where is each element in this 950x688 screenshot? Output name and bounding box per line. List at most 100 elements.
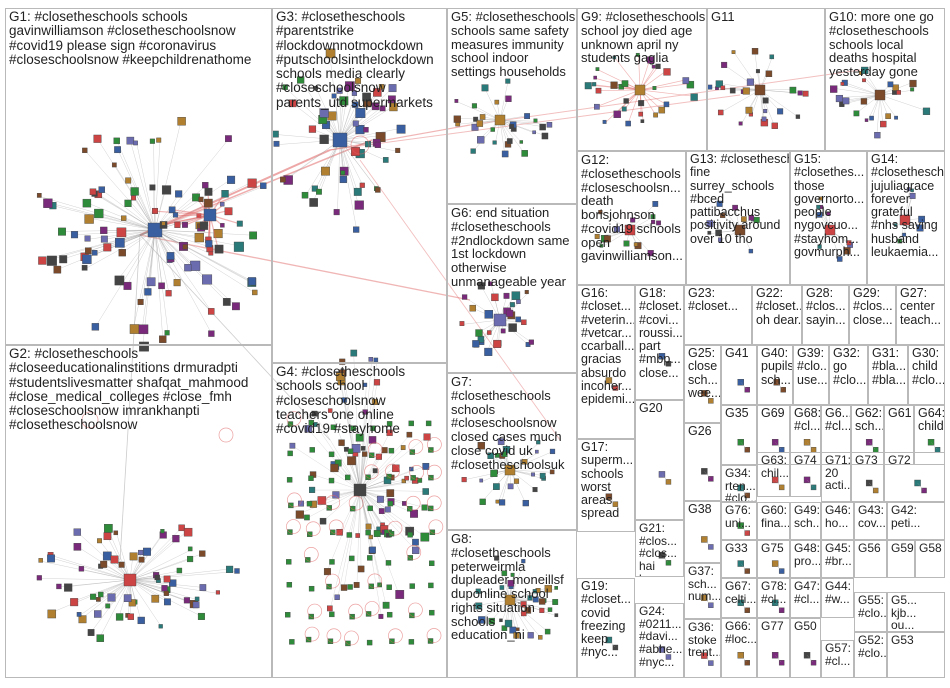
group-label: G5: #closetheschools schools same safety… <box>451 10 575 79</box>
group-label: G67: celti... <box>725 580 755 605</box>
group-label: G56 <box>858 542 885 555</box>
group-cell-g12: G12: #closetheschools #closeschoolsn... … <box>577 151 686 285</box>
group-label: G68: #cl... <box>794 407 819 434</box>
group-cell-g6: G6: end situation #closetheschools #2ndl… <box>447 204 577 373</box>
group-cell-g72: G72 <box>884 452 945 502</box>
group-cell-g18: G18: #closet... #covi... roussi... part … <box>635 285 684 400</box>
group-label: G11 <box>711 10 823 24</box>
group-label: G52: #clo... <box>858 634 885 659</box>
group-label: G61 <box>888 407 912 420</box>
group-cell-g78: G78: #cl... <box>757 578 790 618</box>
group-cell-g46: G46: ho... <box>821 502 854 540</box>
group-label: G9: #closetheschools school joy died age… <box>581 10 705 65</box>
group-cell-g58: G58 <box>915 540 945 578</box>
group-cell-g38: G38 <box>684 501 721 563</box>
group-label: G42: peti... <box>891 504 943 529</box>
group-cell-g9: G9: #closetheschools school joy died age… <box>577 8 707 151</box>
group-cell-g1: G1: #closetheschools schools gavinwillia… <box>5 8 272 345</box>
group-label: G13: #closethescho... fine surrey_school… <box>690 153 788 246</box>
group-cell-g7: G7: #closetheschools schools #closeschoo… <box>447 373 577 530</box>
group-cell-g5x: G5... kjb... ou... <box>887 592 945 632</box>
group-label: G31: #bla... #bla... <box>872 347 906 387</box>
group-label: G38 <box>688 503 719 516</box>
group-label: G78: #cl... <box>761 580 788 605</box>
group-label: G24: #0211... #davi... #abhe... #nyc... <box>639 605 682 669</box>
group-cell-g74: G74 <box>790 452 821 497</box>
group-cell-g15: G15: #closethes... those governorto... p… <box>790 151 867 285</box>
group-label: G22: #closet... oh dear... <box>756 287 800 327</box>
group-cell-g57: G57: #cl... <box>821 640 854 678</box>
group-label: G75 <box>761 542 788 555</box>
group-label: G39: #clo... use... <box>797 347 827 387</box>
group-cell-g4: G4: #closetheschools schools school #clo… <box>272 363 447 678</box>
group-label: G44: #w... <box>825 580 852 605</box>
group-cell-g56: G56 <box>854 540 887 578</box>
group-label: G26 <box>688 425 719 438</box>
group-cell-g50: G50 <box>790 618 821 678</box>
group-cell-g73: G73 <box>851 452 884 502</box>
group-label: G66: #loc... <box>725 620 755 645</box>
group-label: G46: ho... <box>825 504 852 529</box>
group-label: G50 <box>794 620 819 633</box>
group-label: G77 <box>761 620 788 633</box>
group-label: G40: pupils sch... <box>761 347 791 387</box>
group-cell-g21: G21: #clos... #clos... hai krey... <box>635 520 684 577</box>
group-cell-g42: G42: peti... <box>887 502 945 540</box>
group-label: G7: #closetheschools schools #closeschoo… <box>451 375 575 471</box>
group-label: G60: fina... <box>761 504 788 529</box>
group-label: G36: stoke trent... <box>688 621 719 659</box>
group-cell-g36: G36: stoke trent... <box>684 619 721 678</box>
group-cell-g8: G8: #closetheschools peterweirmla duplea… <box>447 530 577 678</box>
group-label: G71: 20 acti... <box>825 454 849 492</box>
group-label: G23: #closet... <box>688 287 750 314</box>
group-label: G5... kjb... ou... <box>891 594 943 632</box>
group-label: G53 <box>891 634 943 647</box>
group-label: G62: sch... <box>855 407 882 434</box>
group-label: G64: child <box>918 407 943 434</box>
group-label: G45: #br... <box>825 542 852 567</box>
group-label: G30: child #clo... <box>912 347 943 387</box>
group-cell-g47: G47: #cl... <box>790 578 821 618</box>
group-label: G59 <box>891 542 913 555</box>
group-label: G1: #closetheschools schools gavinwillia… <box>9 10 270 67</box>
group-label: G10: more one go #closetheschools school… <box>829 10 943 79</box>
group-label: G29: #clos... close... <box>853 287 894 327</box>
group-label: G33 <box>725 542 755 555</box>
group-label: G73 <box>855 454 882 467</box>
group-cell-g30: G30: child #clo... <box>908 345 945 405</box>
group-label: G55: #clo... <box>858 594 885 619</box>
group-label: G16: #closet... #veterin... #vetcar... c… <box>581 287 633 406</box>
group-cell-g71: G71: 20 acti... <box>821 452 851 502</box>
group-cell-g55: G55: #clo... <box>854 592 887 632</box>
group-label: G6: end situation #closetheschools #2ndl… <box>451 206 575 289</box>
group-label: G19: #closet... covid freezing keep #nyc… <box>581 580 633 660</box>
group-cell-g16: G16: #closet... #veterin... #vetcar... c… <box>577 285 635 439</box>
group-label: G48: pro... <box>794 542 819 567</box>
group-cell-g37: G37: sch... num... <box>684 563 721 619</box>
group-cell-g19: G19: #closet... covid freezing keep #nyc… <box>577 578 635 678</box>
group-label: G28: #clos... sayin... <box>806 287 847 327</box>
group-label: G15: #closethes... those governorto... p… <box>794 153 865 259</box>
group-cell-g22: G22: #closet... oh dear... <box>752 285 802 345</box>
group-cell-g32: G32: go #clo... <box>829 345 868 405</box>
group-cell-g29: G29: #clos... close... <box>849 285 896 345</box>
group-label: G20 <box>639 402 682 415</box>
group-cell-g35: G35 <box>721 405 757 465</box>
group-label: G25: close sch... wee... <box>688 347 719 400</box>
group-cell-g27: G27: center teach... <box>896 285 945 345</box>
group-label: G21: #clos... #clos... hai krey... <box>639 522 682 577</box>
group-cell-g26: G26 <box>684 423 721 501</box>
group-cell-g2: G2: #closetheschools #closeeducationalin… <box>5 345 272 678</box>
group-cell-g40: G40: pupils sch... <box>757 345 793 405</box>
group-cell-g53: G53 <box>887 632 945 678</box>
group-label: G43: cov... <box>858 504 885 529</box>
group-cell-g48: G48: pro... <box>790 540 821 578</box>
group-cell-g11: G11 <box>707 8 825 151</box>
group-label: G18: #closet... #covi... roussi... part … <box>639 287 682 380</box>
group-cell-g23: G23: #closet... <box>684 285 752 345</box>
group-cell-g17: G17: superm... schools worst areas sprea… <box>577 439 635 532</box>
group-label: G72 <box>888 454 943 467</box>
group-cell-g14: G14: #closetheschools jujuliagrace forev… <box>867 151 945 285</box>
group-label: G3: #closetheschools #parentstrike #lock… <box>276 10 445 110</box>
